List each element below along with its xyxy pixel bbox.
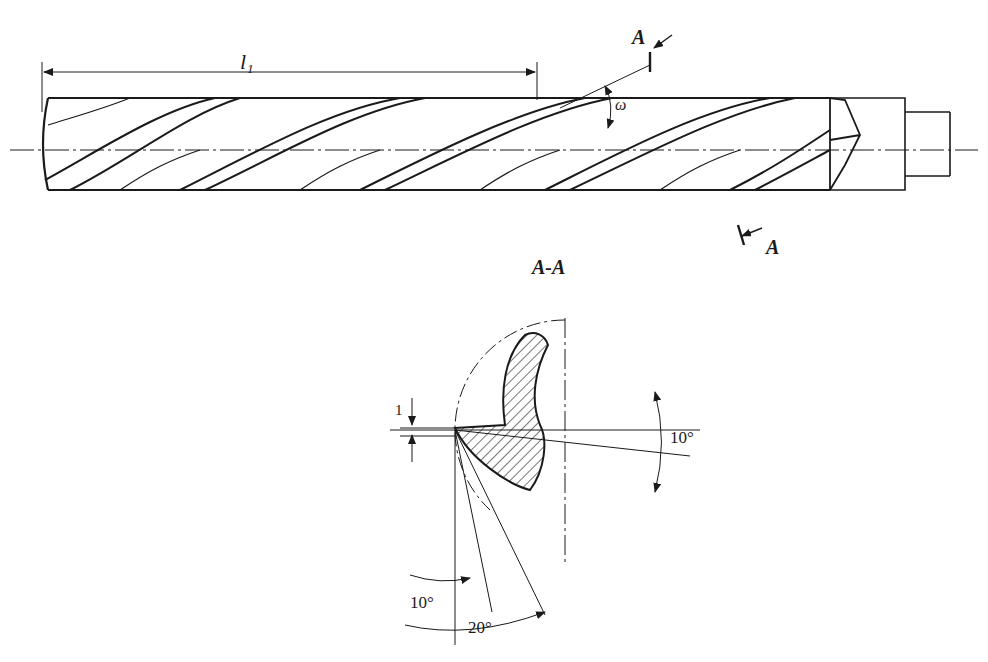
tool-body: [43, 98, 830, 190]
tooth-section: [455, 333, 548, 490]
outer-circle: [455, 320, 565, 510]
dimension-value: 1: [393, 402, 405, 419]
shank: [830, 98, 950, 190]
section-letter: A: [764, 236, 781, 258]
helix-angle-arc: [605, 86, 611, 128]
helical-flutes: [45, 98, 830, 190]
angle-value: 10°: [668, 428, 696, 447]
section-letter: A: [630, 26, 647, 48]
angle-value: 10°: [408, 593, 436, 612]
axis-line: [10, 150, 978, 151]
tool-tip: [830, 98, 860, 190]
section-title: A-A: [530, 256, 567, 278]
length-dimension: [44, 72, 535, 73]
length-label: l₁: [238, 50, 256, 74]
section-axis: [565, 318, 566, 562]
angle-value: 20°: [466, 618, 494, 637]
angle-symbol: ω: [613, 96, 628, 114]
